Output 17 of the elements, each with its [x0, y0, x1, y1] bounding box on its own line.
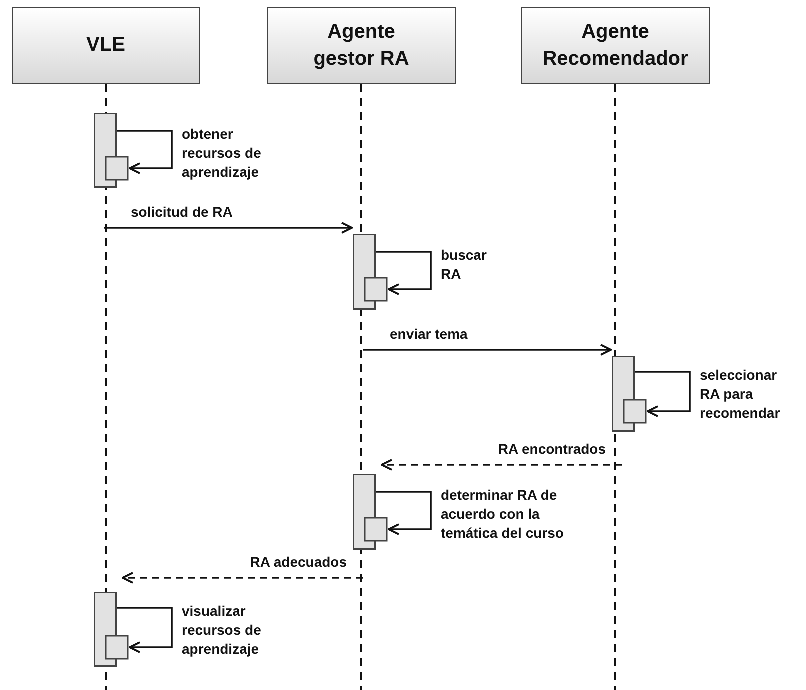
self-call-arrow — [117, 130, 173, 174]
activation-bar — [94, 592, 129, 667]
self-call-arrow — [376, 251, 432, 296]
participant-box: Agente gestor RA — [267, 7, 456, 84]
self-call-arrow — [635, 371, 691, 418]
self-call-arrow — [117, 607, 173, 654]
message-arrow — [104, 222, 353, 234]
message-arrow — [122, 572, 363, 584]
activation-bar — [353, 474, 388, 550]
self-call-arrow — [376, 491, 432, 536]
message-arrow — [381, 459, 622, 471]
participant-box: VLE — [12, 7, 200, 84]
activation-bar — [353, 234, 388, 310]
participant-box: Agente Recomendador — [521, 7, 710, 84]
activation-bar — [612, 356, 647, 432]
activation-bar — [94, 113, 129, 188]
message-arrow — [363, 344, 612, 356]
